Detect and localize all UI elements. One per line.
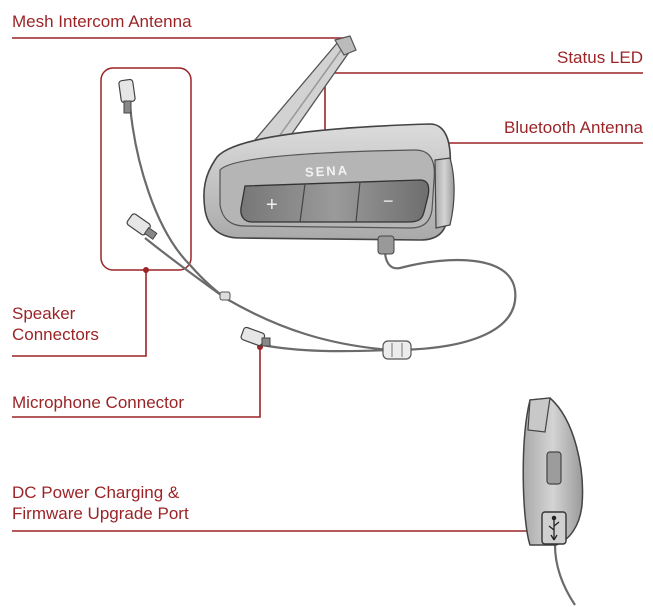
leader-microphone [12,347,261,418]
microphone-connector [240,326,271,347]
minus-button-icon: − [383,191,394,211]
plus-button-icon: + [266,194,278,216]
cables [128,104,576,606]
cable-speaker-lower [144,237,226,299]
button-panel [240,179,430,223]
label-speaker-line2: Connectors [12,325,99,344]
label-dc-line1: DC Power Charging & [12,483,180,502]
cable-clip [382,340,412,360]
brand-mark: SENA [305,162,350,179]
speaker-connector-lower [126,213,158,240]
label-speaker-line1: Speaker [12,304,76,323]
cable-to-unit [383,249,517,352]
cable-microphone [261,343,391,353]
label-speaker-connectors: Speaker Connectors [12,303,99,345]
side-button [546,451,562,485]
label-dc-line2: Firmware Upgrade Port [12,504,189,523]
usb-icon [548,515,560,541]
label-mesh-intercom-antenna: Mesh Intercom Antenna [12,12,192,31]
cable-bottom [553,544,576,606]
cable-joint [219,291,231,301]
label-dc-power-port: DC Power Charging & Firmware Upgrade Por… [12,482,189,524]
label-status-led: Status LED [557,48,643,67]
cable-speaker-upper [128,104,226,299]
label-bluetooth-antenna: Bluetooth Antenna [504,118,643,137]
label-microphone-connector: Microphone Connector [12,393,184,412]
speaker-connectors-frame [100,67,192,271]
leader-speaker [12,270,147,357]
cable-main [224,297,391,352]
main-unit [203,123,455,255]
side-view-unit [522,397,584,546]
speaker-connector-upper [118,78,136,114]
